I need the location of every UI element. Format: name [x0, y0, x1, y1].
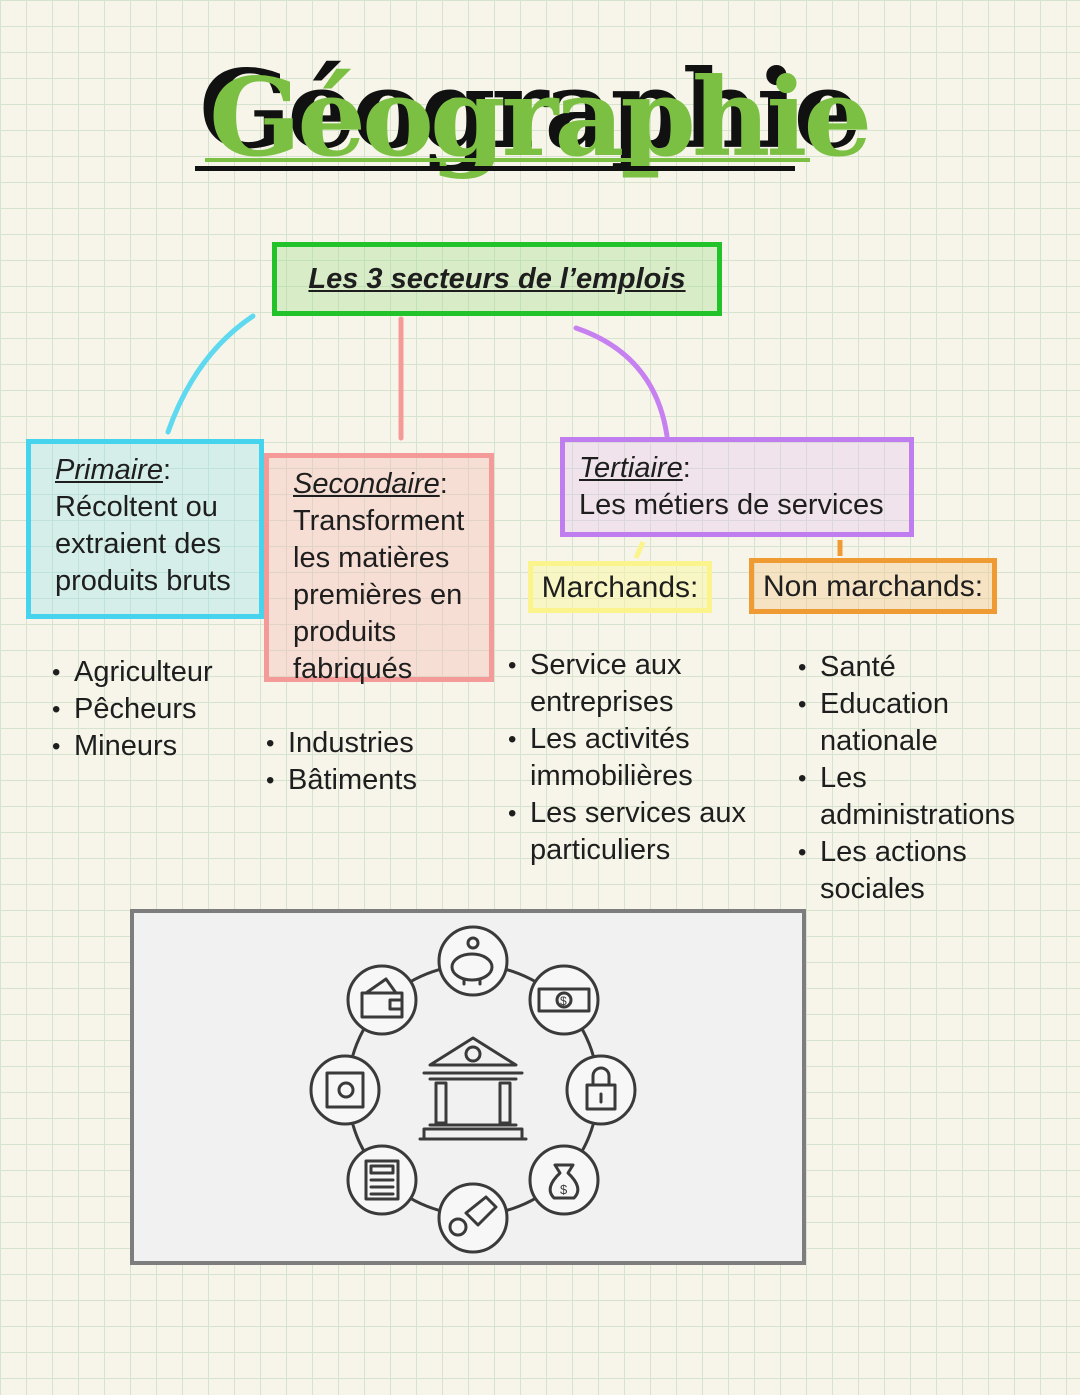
svg-text:$: $ [560, 994, 567, 1008]
header-box: Les 3 secteurs de l’emplois [272, 242, 722, 316]
non-marchands-label: Non marchands: [762, 569, 984, 603]
list-item: Agriculteur [52, 654, 262, 691]
marchands-box: Marchands: [528, 561, 712, 613]
secondaire-text-3: premières en [293, 579, 463, 611]
title-underline-black [195, 166, 795, 171]
primaire-text-2: extraient des [55, 528, 222, 560]
svg-text:$: $ [560, 1182, 568, 1197]
primaire-list: Agriculteur Pêcheurs Mineurs [52, 654, 262, 765]
secondaire-text-4: produits [293, 616, 397, 648]
secondaire-text-5: fabriqués [293, 653, 413, 685]
secondaire-text-1: Transforment [293, 505, 465, 537]
primaire-label: Primaire [55, 454, 163, 486]
finance-icons-svg: $ $ [309, 925, 637, 1254]
tertiaire-text: Les métiers de services [579, 489, 884, 521]
tertiaire-label: Tertiaire [579, 452, 683, 484]
connector-marchands [633, 540, 646, 560]
connector-primaire [165, 313, 256, 435]
coin-hand-icon [437, 1182, 509, 1254]
bank-icon [418, 1036, 528, 1141]
header-text: Les 3 secteurs de l’emplois [308, 262, 686, 295]
calculator-icon [346, 1144, 418, 1216]
wallet-icon [346, 964, 418, 1036]
safe-icon [309, 1054, 381, 1126]
primaire-box: Primaire: Récoltent ou extraient des pro… [26, 439, 264, 619]
money-bag-icon: $ [528, 1144, 600, 1216]
title-shadow: Géographie [199, 47, 862, 173]
finance-illustration: $ $ [130, 909, 806, 1265]
connectors [165, 313, 843, 560]
piggy-bank-icon [437, 925, 509, 997]
list-item: Mineurs [52, 728, 262, 765]
connector-tertiaire [573, 325, 670, 439]
primaire-text-3: produits bruts [55, 565, 231, 597]
primaire-text-1: Récoltent ou [55, 491, 218, 523]
secondaire-box: Secondaire: Transforment les matières pr… [264, 453, 494, 685]
tertiaire-box: Tertiaire: Les métiers de services [560, 437, 914, 537]
list-item: Bâtiments [266, 762, 486, 799]
secondaire-list: Industries Bâtiments [266, 725, 486, 799]
secondaire-label: Secondaire [293, 468, 440, 500]
list-item: Industries [266, 725, 486, 762]
secondaire-text-2: les matières [293, 542, 450, 574]
page-title: Géographie Géographie [195, 40, 872, 200]
title-underline-green [205, 158, 810, 162]
banknote-icon: $ [528, 964, 600, 1036]
list-item: Pêcheurs [52, 691, 262, 728]
padlock-icon [565, 1054, 637, 1126]
non-marchands-box: Non marchands: [749, 558, 997, 614]
list-item: Santé [798, 649, 1058, 686]
marchands-label: Marchands: [541, 570, 699, 604]
